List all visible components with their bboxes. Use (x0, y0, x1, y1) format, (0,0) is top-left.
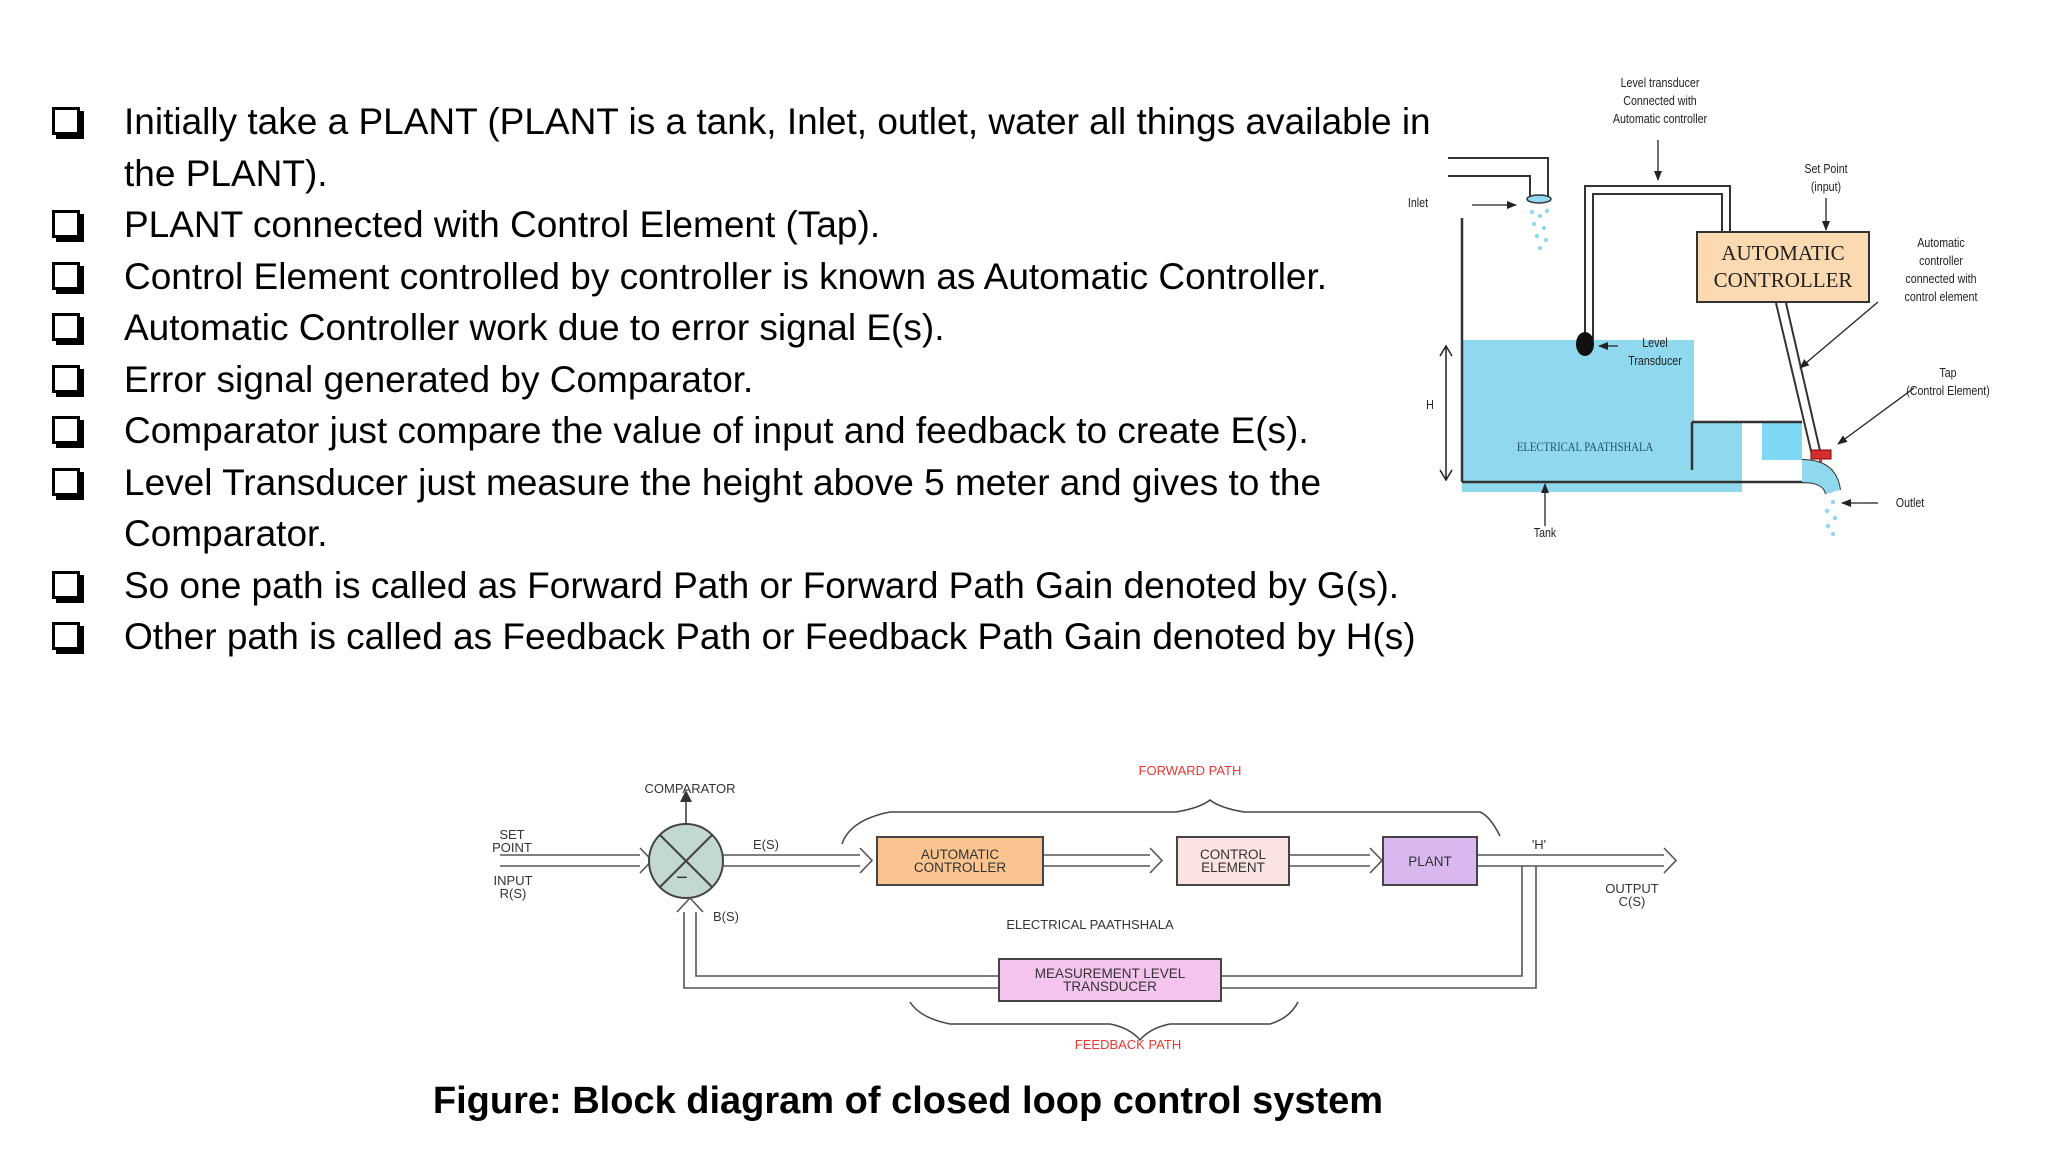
feedback-signal-label: B(S) (713, 909, 739, 924)
bullet-item: PLANT connected with Control Element (Ta… (48, 199, 1448, 251)
inlet-drops (1529, 208, 1550, 251)
bullet-text: So one path is called as Forward Path or… (124, 564, 1400, 606)
block-diagram-drawing (500, 790, 1678, 1042)
measurement-block: MEASUREMENT LEVEL TRANSDUCER (998, 958, 1222, 1002)
checkbox-bullet-icon (52, 416, 80, 444)
forward-path-brace (841, 799, 1501, 845)
bullet-text: PLANT connected with Control Element (Ta… (124, 204, 881, 245)
bullet-item: Comparator just compare the value of inp… (48, 405, 1448, 457)
checkbox-bullet-icon (52, 467, 80, 496)
checkbox-bullet-icon (52, 622, 80, 650)
input-label: INPUT R(S) (493, 873, 533, 901)
inlet-pipe (1448, 157, 1549, 198)
height-label: H (1426, 397, 1434, 412)
transducer-pipe (1584, 185, 1731, 340)
figure-caption: Figure: Block diagram of closed loop con… (432, 1080, 1384, 1122)
bullet-item: So one path is called as Forward Path or… (48, 560, 1448, 612)
auto-controller-note: Automatic controller connected with cont… (1904, 235, 1978, 304)
error-signal-label: E(S) (753, 837, 779, 852)
bullet-text: Control Element controlled by controller… (124, 255, 1328, 297)
inlet-label: Inlet (1407, 195, 1429, 210)
checkbox-bullet-icon (52, 570, 80, 599)
bullet-text: Level Transducer just measure the height… (124, 461, 1322, 555)
checkbox-bullet-icon (52, 210, 80, 238)
level-transducer-label: Level Transducer (1628, 335, 1682, 368)
bullet-text: Automatic Controller work due to error s… (124, 307, 945, 348)
height-dimension (1439, 344, 1453, 482)
tank-walls (1460, 218, 1810, 484)
feedback-path-brace (909, 1001, 1299, 1042)
bullet-text: Other path is called as Feedback Path or… (124, 616, 1416, 657)
bullet-item: Initially take a PLANT (PLANT is a tank,… (48, 96, 1448, 199)
tank-watermark: ELECTRICAL PAATHSHALA (1516, 439, 1654, 454)
output-label: OUTPUT C(S) (1605, 881, 1659, 909)
bullet-item: Level Transducer just measure the height… (48, 457, 1448, 560)
tank-water (1462, 340, 1694, 492)
outlet-water (1692, 422, 1742, 492)
bullet-text: Initially take a PLANT (PLANT is a tank,… (124, 101, 1431, 194)
feedback-loop (676, 866, 1537, 989)
set-point-label: SET POINT (492, 827, 532, 855)
tap-handle (1810, 449, 1832, 460)
bullet-list: Initially take a PLANT (PLANT is a tank,… (48, 96, 1448, 663)
bullet-text: Comparator just compare the value of inp… (124, 410, 1309, 451)
outlet-drops (1824, 499, 1838, 537)
plant-block: PLANT (1382, 836, 1478, 886)
minus-sign: − (676, 867, 688, 889)
controller-tap-pipe (1775, 302, 1822, 456)
checkbox-bullet-icon (52, 261, 80, 290)
automatic-controller-block: AUTOMATIC CONTROLLER (876, 836, 1044, 886)
bullet-item: Error signal generated by Comparator. (48, 354, 1448, 406)
outlet-label: Outlet (1895, 495, 1925, 510)
set-point-label: Set Point (input) (1804, 161, 1848, 194)
checkbox-bullet-icon (52, 364, 80, 393)
tank-label: Tank (1533, 525, 1557, 540)
bullet-text: Error signal generated by Comparator. (124, 358, 754, 400)
comparator-label: COMPARATOR (644, 781, 736, 796)
bullet-item: Automatic Controller work due to error s… (48, 302, 1448, 354)
forward-path-label: FORWARD PATH (1138, 763, 1242, 778)
h-label: 'H' (1531, 837, 1547, 852)
checkbox-bullet-icon (52, 107, 80, 135)
level-transducer-float (1576, 332, 1594, 356)
bullet-item: Other path is called as Feedback Path or… (48, 611, 1448, 663)
bullet-item: Control Element controlled by controller… (48, 251, 1448, 303)
block-watermark: ELECTRICAL PAATHSHALA (1006, 917, 1174, 932)
level-transducer-top-label: Level transducer Connected with Automati… (1612, 75, 1708, 126)
tap-label: Tap (Control Element) (1906, 365, 1990, 398)
tank-diagram: Level transducer Connected with Automati… (1390, 70, 2010, 550)
automatic-controller-box: AUTOMATIC CONTROLLER (1696, 231, 1870, 303)
checkbox-bullet-icon (52, 313, 80, 341)
tank-diagram-drawing (1439, 140, 1915, 537)
control-element-block: CONTROL ELEMENT (1176, 836, 1290, 886)
block-diagram: AUTOMATIC CONTROLLER CONTROL ELEMENT PLA… (470, 748, 1710, 1066)
feedback-path-label: FEEDBACK PATH (1074, 1037, 1182, 1052)
